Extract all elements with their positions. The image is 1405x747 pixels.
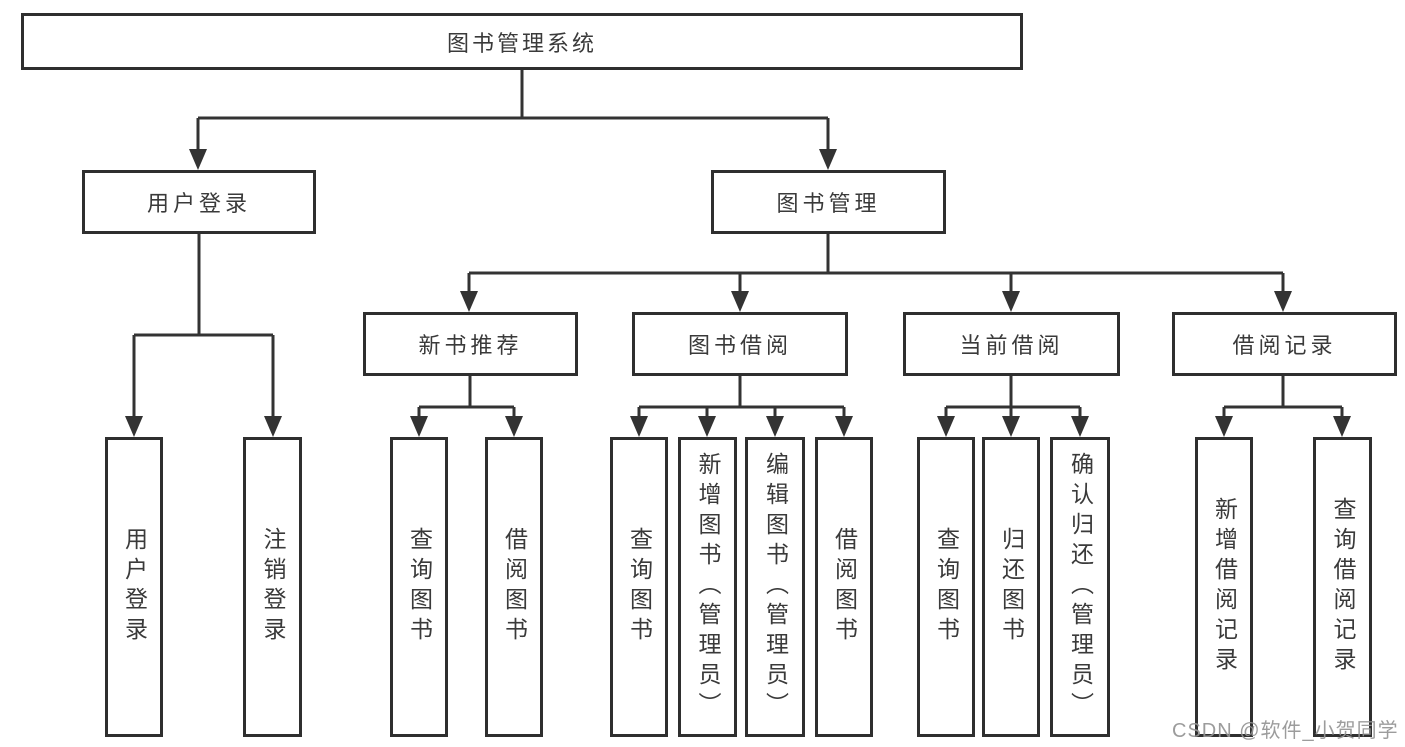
node-user-login: 用户登录 [82, 170, 316, 234]
arrowhead-down [731, 291, 749, 312]
node-label: 归还图书 [998, 527, 1025, 647]
leaf-borrow-books-1: 借阅图书 [485, 437, 543, 737]
node-book-management: 图书管理 [711, 170, 946, 234]
csdn-watermark: CSDN @软件_小贺同学 [1172, 720, 1399, 742]
node-borrow-records: 借阅记录 [1172, 312, 1397, 376]
arrowhead-down [1215, 416, 1233, 437]
arrowhead-down [189, 149, 207, 170]
arrowhead-down [766, 416, 784, 437]
leaf-add-borrow-record: 新增借阅记录 [1195, 437, 1253, 737]
arrowhead-down [835, 416, 853, 437]
leaf-query-books-1: 查询图书 [390, 437, 448, 737]
leaf-user-login: 用户登录 [105, 437, 163, 737]
arrowhead-down [410, 416, 428, 437]
arrowhead-down [505, 416, 523, 437]
leaf-query-books-2: 查询图书 [610, 437, 668, 737]
node-book-borrow: 图书借阅 [632, 312, 848, 376]
connector-borrow-records-group [1215, 375, 1351, 437]
node-label: 查询图书 [406, 527, 433, 647]
node-label: 当前借阅 [959, 333, 1064, 358]
node-label: 查询图书 [626, 527, 653, 647]
node-label: 用户登录 [121, 527, 148, 647]
arrowhead-down [630, 416, 648, 437]
connector-book-borrow-group [630, 375, 853, 437]
leaf-logout: 注销登录 [243, 437, 302, 737]
node-system-root: 图书管理系统 [21, 13, 1023, 70]
leaf-borrow-books-2: 借阅图书 [815, 437, 873, 737]
node-label: 用户登录 [146, 191, 251, 216]
arrowhead-down [264, 416, 282, 437]
node-label: 编辑图书（管理员） [762, 452, 789, 722]
node-label: 查询图书 [933, 527, 960, 647]
connector-current-borrow-group [937, 375, 1089, 437]
arrowhead-down [819, 149, 837, 170]
node-label: 新书推荐 [418, 333, 523, 358]
arrowhead-down [1071, 416, 1089, 437]
node-new-book-recommend: 新书推荐 [363, 312, 578, 376]
arrowhead-down [698, 416, 716, 437]
arrowhead-down [1002, 291, 1020, 312]
leaf-add-book-admin: 新增图书（管理员） [678, 437, 737, 737]
leaf-query-borrow-record: 查询借阅记录 [1313, 437, 1372, 737]
node-label: 新增借阅记录 [1211, 497, 1238, 677]
arrowhead-down [460, 291, 478, 312]
node-label: 借阅图书 [501, 527, 528, 647]
node-label: 确认归还（管理员） [1067, 452, 1094, 722]
arrowhead-down [1002, 416, 1020, 437]
connector-new-book-recommend-group [410, 375, 523, 437]
leaf-query-books-3: 查询图书 [917, 437, 975, 737]
arrowhead-down [1274, 291, 1292, 312]
node-current-borrow: 当前借阅 [903, 312, 1120, 376]
node-label: 查询借阅记录 [1330, 497, 1356, 677]
connector-user-login-group [125, 233, 282, 437]
node-label: 图书借阅 [687, 333, 792, 358]
node-label: 新增图书（管理员） [695, 452, 721, 722]
leaf-edit-book-admin: 编辑图书（管理员） [745, 437, 805, 737]
leaf-return-book: 归还图书 [982, 437, 1040, 737]
node-label: 注销登录 [260, 527, 286, 647]
connector-root-to-level2 [189, 69, 837, 170]
arrowhead-down [1333, 416, 1351, 437]
node-label: 借阅记录 [1232, 333, 1337, 358]
arrowhead-down [125, 416, 143, 437]
node-label: 图书管理 [776, 191, 881, 216]
node-label: 借阅图书 [831, 527, 858, 647]
connector-book-management-to-level3 [460, 233, 1292, 312]
leaf-confirm-return-admin: 确认归还（管理员） [1050, 437, 1110, 737]
arrowhead-down [937, 416, 955, 437]
node-label: 图书管理系统 [446, 30, 597, 56]
